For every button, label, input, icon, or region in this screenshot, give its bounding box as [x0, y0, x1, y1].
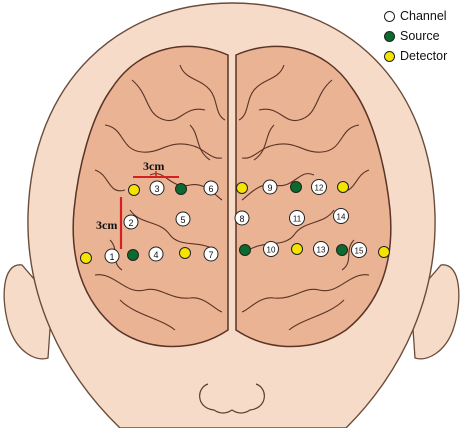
svg-text:5: 5: [180, 215, 185, 225]
legend-item-detector: Detector: [384, 48, 463, 68]
legend-item-source: Source: [384, 28, 463, 48]
vertical-scale-label: 3cm: [96, 218, 117, 232]
channel-3: 3: [150, 181, 164, 195]
detector-marker: [81, 253, 92, 264]
svg-text:4: 4: [153, 250, 158, 260]
legend-label: Detector: [400, 49, 447, 63]
legend-item-channel: Channel: [384, 8, 463, 28]
svg-text:3: 3: [154, 184, 159, 194]
channel-2: 2: [124, 215, 138, 229]
source-marker: [240, 245, 251, 256]
channel-7: 7: [204, 247, 218, 261]
channel-legend-icon: [384, 11, 395, 22]
svg-text:8: 8: [239, 214, 244, 224]
source-marker: [128, 250, 139, 261]
channel-9: 9: [263, 180, 277, 194]
detector-legend-icon: [384, 51, 395, 62]
legend-label: Source: [400, 29, 440, 43]
channel-13: 13: [314, 242, 329, 257]
horizontal-scale-label: 3cm: [143, 159, 164, 173]
svg-text:12: 12: [315, 184, 324, 193]
detector-marker: [379, 247, 390, 258]
channel-6: 6: [204, 181, 218, 195]
svg-text:13: 13: [317, 246, 326, 255]
source-marker: [176, 184, 187, 195]
detector-marker: [129, 185, 140, 196]
source-legend-icon: [384, 31, 395, 42]
svg-text:9: 9: [267, 183, 272, 193]
channel-1: 1: [105, 249, 119, 263]
detector-marker: [180, 248, 191, 259]
svg-text:14: 14: [337, 213, 346, 222]
detector-marker: [292, 244, 303, 255]
channel-15: 15: [352, 243, 367, 258]
channel-5: 5: [176, 212, 190, 226]
source-marker: [291, 182, 302, 193]
svg-text:1: 1: [109, 252, 114, 262]
channel-4: 4: [149, 247, 163, 261]
legend-label: Channel: [400, 9, 447, 23]
source-marker: [337, 245, 348, 256]
svg-text:15: 15: [355, 247, 364, 256]
svg-text:11: 11: [293, 215, 302, 224]
channel-10: 10: [264, 242, 279, 257]
svg-text:7: 7: [208, 250, 213, 260]
detector-marker: [237, 183, 248, 194]
legend: Channel Source Detector: [384, 8, 463, 68]
svg-text:2: 2: [128, 218, 133, 228]
svg-text:10: 10: [267, 246, 276, 255]
channel-11: 11: [290, 211, 305, 226]
channel-8: 8: [235, 211, 249, 225]
channel-14: 14: [334, 209, 349, 224]
channel-12: 12: [312, 180, 327, 195]
svg-text:6: 6: [208, 184, 213, 194]
detector-marker: [338, 182, 349, 193]
